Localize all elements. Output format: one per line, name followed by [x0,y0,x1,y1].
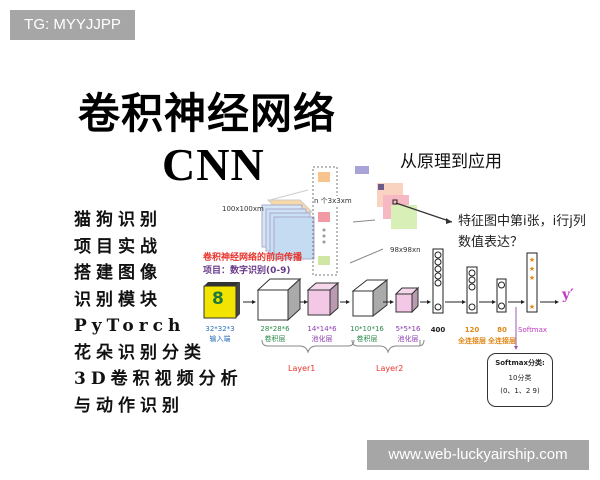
title-cnn: CNN [162,139,265,190]
watermark-tg: TG: MYYJJPP [10,10,135,40]
softmax-info-box: Softmax分类: 10分类 (0、1、2 9) [487,353,553,407]
kernel-label: n 个3x3xm [314,196,352,206]
fc120-size: 120 [464,326,480,334]
kernel-group [312,166,338,276]
softmax-label: Softmax [518,326,548,334]
watermark-site: www.web-luckyairship.com [367,440,589,470]
output-y-prime: y′ [562,287,574,303]
feature-item: 3D卷积视频分析 [74,369,243,389]
pool2-size: 5*5*16 [395,325,421,333]
svg-text:★: ★ [529,256,535,264]
fc80-size: 80 [497,326,507,334]
feature-item: 花朵识别分类 [74,342,206,363]
tagline: 从原理到应用 [400,152,502,172]
feature-item: 猫狗识别 [74,210,162,230]
pool1-name: 池化层 [311,335,333,343]
conv2-size: 10*10*16 [350,325,384,333]
fc400-size: 400 [430,326,446,334]
svg-text:★: ★ [529,274,535,282]
feature-item: 项目实战 [74,236,162,257]
fc120-name: 全连接层 [458,337,486,345]
conv1-cube-icon [256,277,302,322]
feature-item: 识别模块 [74,289,162,310]
input-digit: 8 [212,289,224,309]
fc80-name: 全连接层 [488,337,516,345]
feature-item: 与动作识别 [74,395,184,416]
fc400-column-icon [432,248,444,314]
caption-forward-propagation: 卷积神经网络的前向传播 [203,253,303,263]
fc120-column-icon [466,266,478,314]
conv1-name: 卷积层 [264,335,286,343]
output-size-label: 98x98xn [390,246,421,254]
page-title: 卷积神经网络 [78,89,337,138]
pool2-name: 池化层 [397,335,419,343]
feature-list: 猫狗识别 项目实战 搭建图像 识别模块 PyTorch 花朵识别分类 3D卷积视… [74,207,243,419]
svg-text:★: ★ [529,303,535,311]
caption-project: 项目：数字识别(0-9) [203,266,291,276]
softmax-box-title: Softmax分类: [495,359,545,367]
input-name: 输入端 [209,335,231,343]
layer2-label: Layer2 [376,364,404,373]
conv2-name: 卷积层 [356,335,378,343]
pool2-cube-icon [394,286,420,314]
conv1-size: 28*28*6 [260,325,290,333]
softmax-box-line1: 10分类 [508,374,532,382]
input-block-icon [203,282,240,319]
svg-text:★: ★ [529,265,535,273]
input-size: 32*32*3 [205,325,235,333]
conv2-cube-icon [351,278,389,318]
feature-item: 搭建图像 [74,263,162,283]
layer1-label: Layer1 [288,364,316,373]
softmax-box-line2: (0、1、2 9) [500,387,540,395]
fc80-column-icon [496,278,507,313]
feature-item: PyTorch [74,316,186,336]
input-volume-icon [261,189,315,260]
pool1-cube-icon [306,281,340,317]
softmax-column-icon: ★ ★ ★ ★ [526,252,538,313]
pool1-size: 14*14*6 [307,325,337,333]
question-text: 特征图中第i张，i行j列数值表达？ [458,214,586,250]
input-size-label: 100x100xm [222,205,264,213]
